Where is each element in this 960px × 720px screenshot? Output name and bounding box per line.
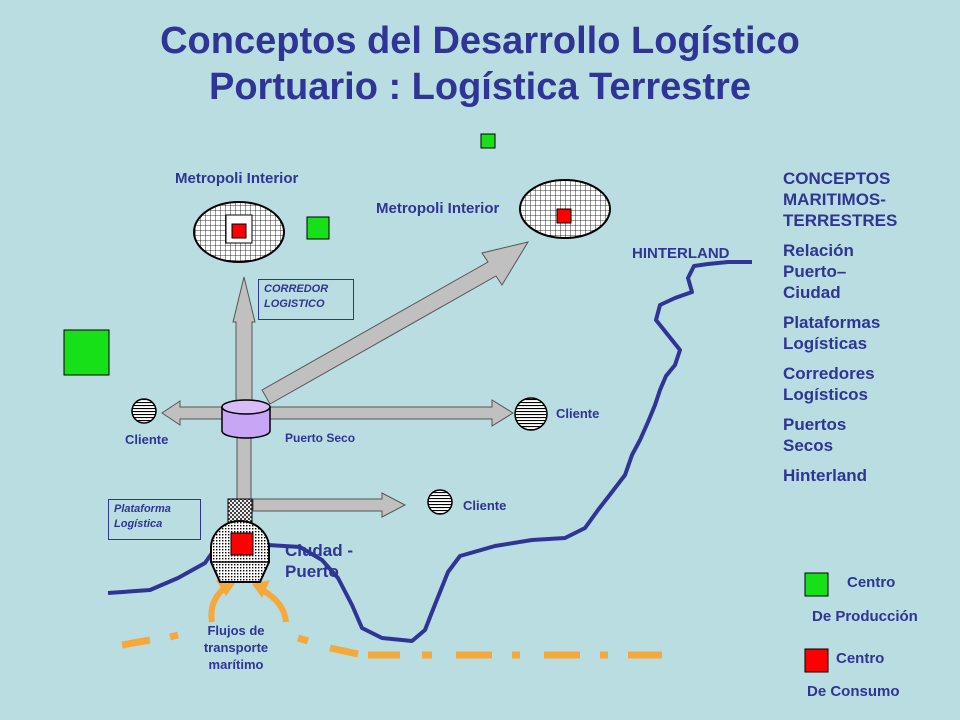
arrow-up-metropoli: [232, 276, 256, 406]
legend-consumption-swatch: [804, 648, 829, 673]
cliente-bottom-node: [427, 489, 453, 515]
title-line-1: Conceptos del Desarrollo Logístico: [160, 20, 800, 62]
label-flujos-transporte: Flujos de transporte marítimo: [186, 622, 286, 673]
corredor-logistico-box: CORREDOR LOGISTICO: [258, 279, 354, 320]
concept-heading: CONCEPTOS MARITIMOS-TERRESTRES: [783, 169, 898, 230]
label-cliente-right: Cliente: [556, 406, 600, 421]
production-center-small: [306, 216, 330, 240]
concept-item: Relación Puerto–Ciudad: [783, 241, 854, 302]
legend-production-swatch: [804, 572, 829, 597]
ciudad-puerto-line-2: Puerto: [285, 562, 339, 581]
plataforma-line-2: Logística: [114, 518, 163, 530]
plataforma-logistica-box: Plataforma Logística: [108, 499, 201, 540]
arrow-diagonal-metropoli: [261, 241, 530, 405]
title-line-2: Portuario : Logística Terrestre: [209, 66, 751, 108]
label-puerto-seco: Puerto Seco: [285, 431, 356, 445]
legend-consumption-line-2: De Consumo: [807, 683, 900, 700]
puerto-seco-node: [221, 399, 271, 439]
coastline: [121, 631, 662, 659]
consumption-center-port: [230, 532, 254, 556]
arrow-bottom-cliente: [252, 492, 407, 518]
consumption-center-left: [231, 223, 247, 239]
page-title: Conceptos del Desarrollo Logístico Portu…: [0, 18, 960, 110]
concept-item: Corredores Logísticos: [783, 364, 875, 404]
cliente-right-node: [514, 397, 548, 431]
flujos-line-2: transporte: [203, 640, 269, 655]
consumption-center-right: [556, 208, 572, 224]
legend-production-line-2: De Producción: [812, 608, 918, 625]
concepts-list: CONCEPTOS MARITIMOS-TERRESTRES Relación …: [783, 168, 953, 495]
ciudad-puerto-line-1: Ciudad -: [285, 541, 353, 560]
arrow-right-cliente: [269, 399, 514, 427]
plataforma-line-1: Plataforma: [114, 503, 171, 515]
concept-item: Hinterland: [783, 466, 868, 485]
label-cliente-bottom: Cliente: [463, 498, 507, 513]
maritime-flow-arrows: [208, 582, 289, 623]
corredor-line-2: LOGISTICO: [264, 298, 325, 310]
production-center-large: [63, 329, 110, 376]
flow-arrowhead-right: [252, 580, 270, 598]
hinterland-river: [107, 260, 752, 643]
flow-arrowhead-left: [216, 580, 236, 596]
flujos-line-3: marítimo: [208, 657, 264, 672]
ciudad-puerto-node: [210, 520, 270, 583]
concept-item: Plataformas Logísticas: [783, 313, 881, 353]
production-center-small-top: [480, 133, 496, 149]
label-ciudad-puerto: Ciudad - Puerto: [285, 540, 375, 582]
label-hinterland: HINTERLAND: [632, 245, 730, 262]
label-metropoli-right: Metropoli Interior: [376, 200, 500, 217]
label-cliente-left: Cliente: [125, 432, 169, 447]
flujos-line-1: Flujos de: [207, 623, 265, 638]
connector-vertical: [236, 436, 252, 500]
plataforma-logistica-node: [227, 498, 253, 523]
label-metropoli-left: Metropoli Interior: [175, 170, 299, 187]
arrow-left-cliente: [161, 400, 223, 426]
legend-consumption-line-1: Centro: [836, 650, 885, 667]
corredor-line-1: CORREDOR: [264, 283, 329, 295]
corridor-arrows: [161, 241, 530, 518]
concept-item: Puertos Secos: [783, 415, 847, 455]
cliente-left-node: [131, 398, 157, 424]
legend-production-line-1: Centro: [847, 574, 896, 591]
